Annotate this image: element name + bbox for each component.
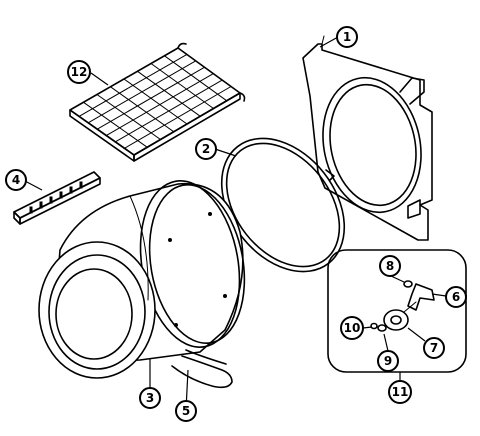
callout-label: 11 xyxy=(392,385,409,399)
callout-label: 1 xyxy=(343,30,351,44)
callout-label: 5 xyxy=(182,404,190,418)
callout-2: 2 xyxy=(195,138,217,160)
callout-11: 11 xyxy=(388,380,412,404)
callout-6: 6 xyxy=(445,286,467,308)
callout-label: 3 xyxy=(146,391,154,405)
drum-belt-part xyxy=(171,349,233,389)
callout-4: 4 xyxy=(5,169,27,191)
idler-bracket-part xyxy=(407,283,435,311)
leader-lines xyxy=(24,36,447,411)
screw-part xyxy=(403,280,413,288)
callout-9: 9 xyxy=(377,350,399,372)
retainer-part xyxy=(370,322,378,330)
callout-12: 12 xyxy=(67,60,91,84)
callout-label: 7 xyxy=(430,341,438,355)
callout-label: 8 xyxy=(386,259,394,273)
callout-label: 6 xyxy=(452,290,460,304)
callout-label: 9 xyxy=(384,354,392,368)
callout-3: 3 xyxy=(139,387,161,409)
rear-bulkhead-part xyxy=(302,35,433,241)
drum-part xyxy=(38,180,246,379)
callout-10: 10 xyxy=(340,316,364,340)
drying-rack-part xyxy=(69,42,246,162)
callout-label: 10 xyxy=(344,321,361,335)
idler-pulley-part xyxy=(383,309,409,331)
callout-5: 5 xyxy=(175,400,197,422)
washer-part xyxy=(377,324,387,332)
callout-label: 12 xyxy=(71,65,88,79)
callout-8: 8 xyxy=(379,255,401,277)
callout-label: 4 xyxy=(12,173,20,187)
callout-1: 1 xyxy=(336,26,358,48)
callout-label: 2 xyxy=(202,142,210,156)
callout-7: 7 xyxy=(423,337,445,359)
baffle-part xyxy=(13,171,101,225)
idler-assembly-group xyxy=(327,249,467,373)
